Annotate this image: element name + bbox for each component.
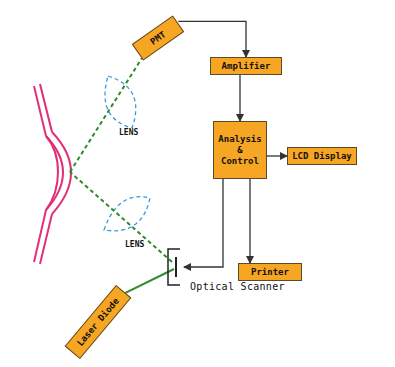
amplifier-box: Amplifier bbox=[210, 57, 282, 75]
lens-label: LENS bbox=[124, 240, 145, 249]
laser-diode-box: Laser Diode bbox=[65, 285, 132, 359]
lens-symbol bbox=[104, 76, 150, 231]
node-label: PMT bbox=[148, 29, 168, 47]
optical-scanner: Optical Scanner bbox=[164, 247, 184, 287]
node-label: Amplifier bbox=[222, 61, 271, 72]
signal-arrow bbox=[178, 21, 246, 57]
node-label: Optical Scanner bbox=[190, 281, 285, 292]
node-label: Printer bbox=[251, 267, 289, 278]
eye-outline bbox=[34, 84, 71, 264]
light-beam bbox=[70, 58, 172, 262]
node-label: Analysis & Control bbox=[218, 134, 262, 167]
node-label: LCD Display bbox=[292, 151, 352, 162]
lens-label: LENS bbox=[118, 128, 139, 137]
signal-arrow bbox=[184, 179, 223, 267]
signal-arrow bbox=[249, 179, 250, 263]
lcd-display-box: LCD Display bbox=[287, 147, 357, 165]
node-label: Laser Diode bbox=[75, 296, 122, 349]
analysis-control-box: Analysis & Control bbox=[213, 121, 267, 179]
laser-beam bbox=[121, 269, 174, 295]
signal-arrow bbox=[239, 75, 240, 121]
pmt-box: PMT bbox=[132, 15, 184, 60]
printer-box: Printer bbox=[238, 263, 302, 281]
scanner-mirror-symbol bbox=[164, 247, 184, 287]
signal-arrow bbox=[267, 155, 287, 156]
